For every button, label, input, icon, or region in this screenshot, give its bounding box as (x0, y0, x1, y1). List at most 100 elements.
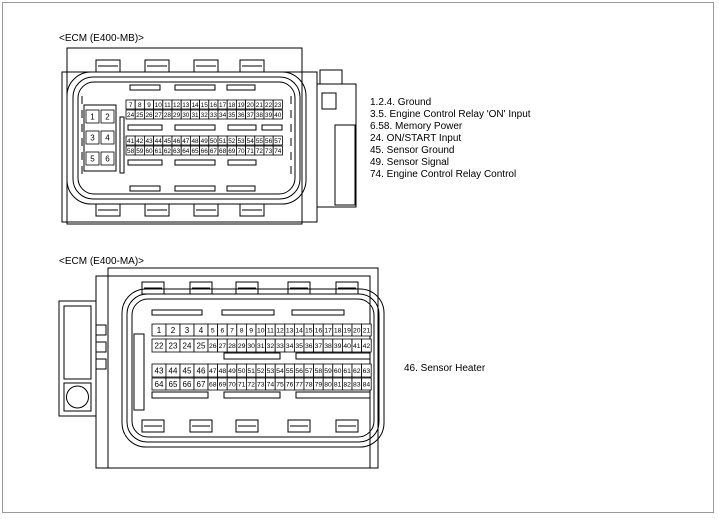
ma-side-lock-round-box (63, 382, 92, 412)
pin-label: 6 (105, 154, 110, 163)
pin-label: 64 (182, 148, 190, 155)
pin-label: 73 (265, 148, 273, 155)
pin-label: 43 (155, 366, 164, 375)
pin-label: 6 (221, 327, 225, 334)
pin-label: 58 (315, 368, 323, 375)
pin-cell (361, 323, 372, 337)
pin-label: 57 (305, 368, 313, 375)
pin-label: 52 (257, 368, 265, 375)
legend-item: 24. ON/START Input (370, 133, 462, 144)
mb-separator (119, 116, 125, 174)
pin-cell (272, 99, 283, 110)
pin-label: 1 (90, 112, 95, 121)
ma-top-tab (189, 281, 213, 295)
pin-label: 38 (256, 112, 264, 119)
pin-label: 28 (228, 343, 236, 350)
pin-label: 39 (334, 343, 342, 350)
pin-label: 46 (173, 138, 181, 145)
pin-label: 74 (274, 148, 282, 155)
legend-item: 1.2.4. Ground (370, 97, 432, 108)
pin-cell (272, 135, 283, 146)
ma-bottom-slot (151, 391, 209, 399)
pin-label: 17 (324, 327, 332, 334)
pin-label: 42 (363, 343, 371, 350)
pin-label: 33 (210, 112, 218, 119)
pin-label: 71 (238, 381, 246, 388)
pin-label: 62 (164, 148, 172, 155)
ma-slot (291, 309, 345, 316)
mb-shell (66, 71, 307, 205)
pin-label: 40 (274, 112, 282, 119)
pin-label: 55 (286, 368, 294, 375)
pin-label: 51 (219, 138, 227, 145)
connector-mb-title: <ECM (E400-MB)> (59, 33, 145, 44)
mb-bottom-tab (95, 203, 121, 217)
pin-label: 23 (274, 102, 282, 109)
pin-label: 39 (265, 112, 273, 119)
mb-shell-inner (72, 76, 301, 200)
pin-label: 50 (238, 368, 246, 375)
mb-shell-inner2 (77, 81, 296, 195)
legend-item: 46. Sensor Heater (404, 363, 486, 374)
pin-label: 59 (324, 368, 332, 375)
pin-label: 10 (257, 327, 265, 334)
ma-bottom-tab (335, 419, 359, 433)
mb-mid-slot (261, 124, 283, 131)
pin-label: 38 (324, 343, 332, 350)
pin-cell (272, 109, 283, 120)
mb-top-tab (144, 59, 170, 73)
pin-cell (361, 363, 372, 378)
pin-label: 62 (353, 368, 361, 375)
mb-slot (129, 84, 161, 91)
pin-label: 35 (228, 112, 236, 119)
pin-label: 61 (155, 148, 163, 155)
pin-label: 45 (164, 138, 172, 145)
pin-label: 60 (145, 148, 153, 155)
pin-label: 68 (219, 148, 227, 155)
mb-mid-slot (174, 124, 216, 131)
ma-mid-slot (295, 352, 371, 360)
mb-top-tab (239, 59, 265, 73)
pin-label: 31 (257, 343, 265, 350)
pin-label: 24 (127, 112, 135, 119)
pin-label: 21 (363, 327, 371, 334)
pin-label: 72 (247, 381, 255, 388)
pin-label: 44 (155, 138, 163, 145)
pin-label: 54 (247, 138, 255, 145)
pin-cell (361, 377, 372, 391)
mb-top-tab (95, 59, 121, 73)
mb-mid-slot (127, 124, 163, 131)
pin-label: 51 (247, 368, 255, 375)
pin-label: 7 (129, 102, 133, 109)
pin-label: 56 (265, 138, 273, 145)
legend-item: 45. Sensor Ground (370, 145, 455, 156)
pin-label: 43 (145, 138, 153, 145)
pin-label: 42 (136, 138, 144, 145)
ma-top-tab (141, 281, 165, 295)
pin-label: 48 (219, 368, 227, 375)
pin-cell (361, 338, 372, 353)
pin-label: 34 (219, 112, 227, 119)
pin-label: 41 (353, 343, 361, 350)
pin-label: 16 (315, 327, 323, 334)
pin-label: 37 (247, 112, 255, 119)
pin-label: 29 (173, 112, 181, 119)
pin-label: 49 (228, 368, 236, 375)
pin-label: 30 (247, 343, 255, 350)
ma-bottom-slot (223, 391, 281, 399)
pin-label: 72 (256, 148, 264, 155)
pin-label: 1 (157, 326, 162, 335)
pin-label: 32 (267, 343, 275, 350)
ma-top-tab (287, 281, 311, 295)
pin-label: 79 (315, 381, 323, 388)
pin-label: 30 (182, 112, 190, 119)
pin-label: 45 (183, 366, 192, 375)
pin-label: 78 (305, 381, 313, 388)
legend-item: 74. Engine Control Relay Control (370, 169, 517, 180)
pin-label: 4 (199, 326, 204, 335)
pin-cell (100, 109, 115, 124)
ma-left-rib (133, 333, 145, 411)
pin-label: 69 (228, 148, 236, 155)
mb-mid-slot (174, 159, 216, 166)
